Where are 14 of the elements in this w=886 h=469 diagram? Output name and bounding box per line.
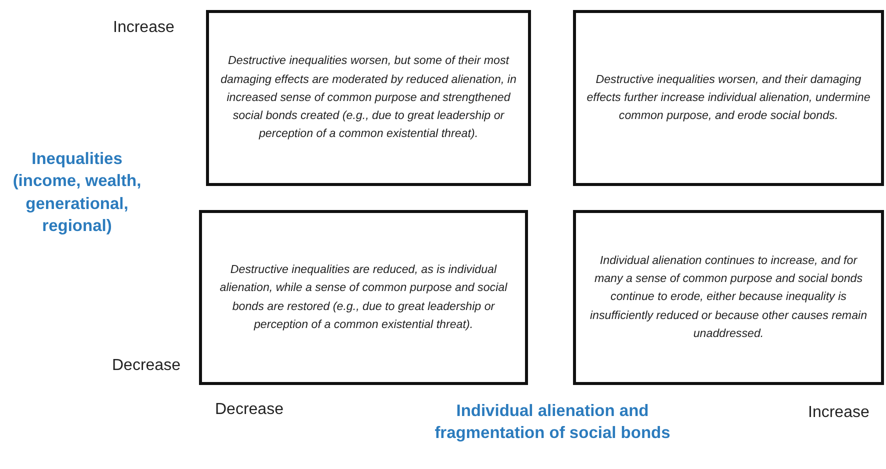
quadrant-text: Destructive inequalities are reduced, as is individual alienation, while a sense of common purpose and social bonds are restored (e.g., due to great leadership or perception of a common existential threat). — [218, 262, 508, 333]
quadrant-box — [573, 10, 884, 186]
quadrant-box — [199, 210, 528, 385]
axis-end-label: Decrease — [215, 401, 284, 419]
axis-end-label: Increase — [808, 404, 870, 422]
quadrant-box — [206, 10, 531, 186]
quadrant-box — [573, 210, 884, 385]
axis-title: Individual alienation and fragmentation of social bonds — [434, 401, 672, 444]
quadrant-text: Individual alienation continues to increase, and for many a sense of common purpose and social bonds continue to erode, either because inequality is insufficiently reduced or because other causes remain unaddressed. — [588, 252, 868, 342]
axis-title: Inequalities (income, wealth, generational, regional) — [12, 149, 142, 237]
quadrant-text: Destructive inequalities worsen, but some of their most damaging effects are moderated by reduced alienation, in increased sense of common purpose and strengthened social bonds created (e.g., due to great leadership or perception of a common existential threat). — [220, 53, 518, 142]
axis-end-label: Increase — [113, 19, 176, 37]
quadrant-text: Destructive inequalities worsen, and their damaging effects further increase individual alienation, undermine common purpose, and erode social bonds. — [586, 72, 871, 124]
axis-end-label: Decrease — [112, 357, 182, 375]
